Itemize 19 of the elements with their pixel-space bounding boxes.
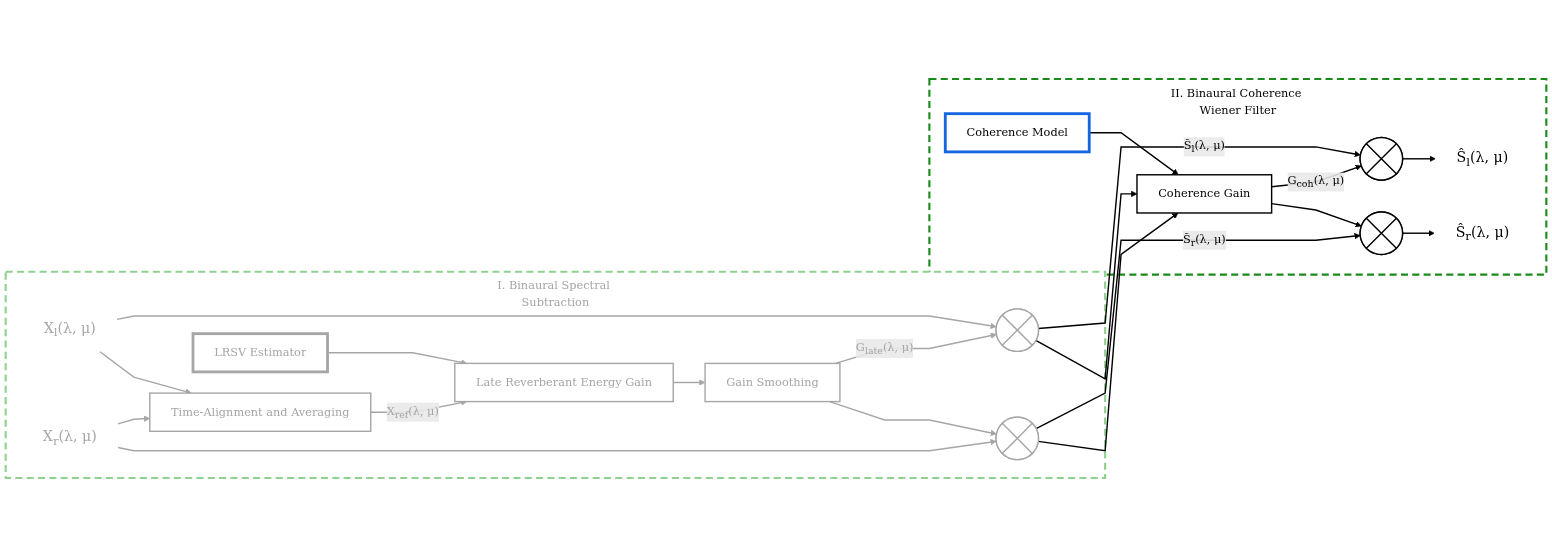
arrow	[117, 439, 997, 452]
node-box: LRSV Estimator	[191, 332, 329, 374]
arrow	[99, 351, 192, 395]
node-text: Ŝ$_{r}$(λ, μ)	[1455, 223, 1510, 244]
edge-label: G$_{coh}$(λ, μ)	[1287, 173, 1345, 190]
arrow	[116, 315, 997, 329]
edge-label: S̃$_{l}$(λ, μ)	[1183, 138, 1225, 155]
node-box: Coherence Gain	[1136, 174, 1273, 214]
edge-label: X$_{ref}$(λ, μ)	[386, 404, 439, 420]
edge-label: S̃$_{r}$(λ, μ)	[1182, 232, 1226, 248]
node-box: Coherence Model	[943, 112, 1091, 154]
node-box: Gain Smoothing	[704, 362, 841, 403]
edge-label: G$_{late}$(λ, μ)	[855, 340, 914, 357]
node-text: X$_{l}$(λ, μ)	[43, 319, 96, 339]
node-box: Time-Alignment and Averaging	[149, 392, 372, 432]
node-text: X$_{r}$(λ, μ)	[42, 427, 97, 448]
node-box: Late Reverberant Energy Gain	[454, 362, 674, 403]
node-text: Ŝ$_{l}$(λ, μ)	[1456, 148, 1509, 169]
arrow	[1035, 233, 1361, 430]
